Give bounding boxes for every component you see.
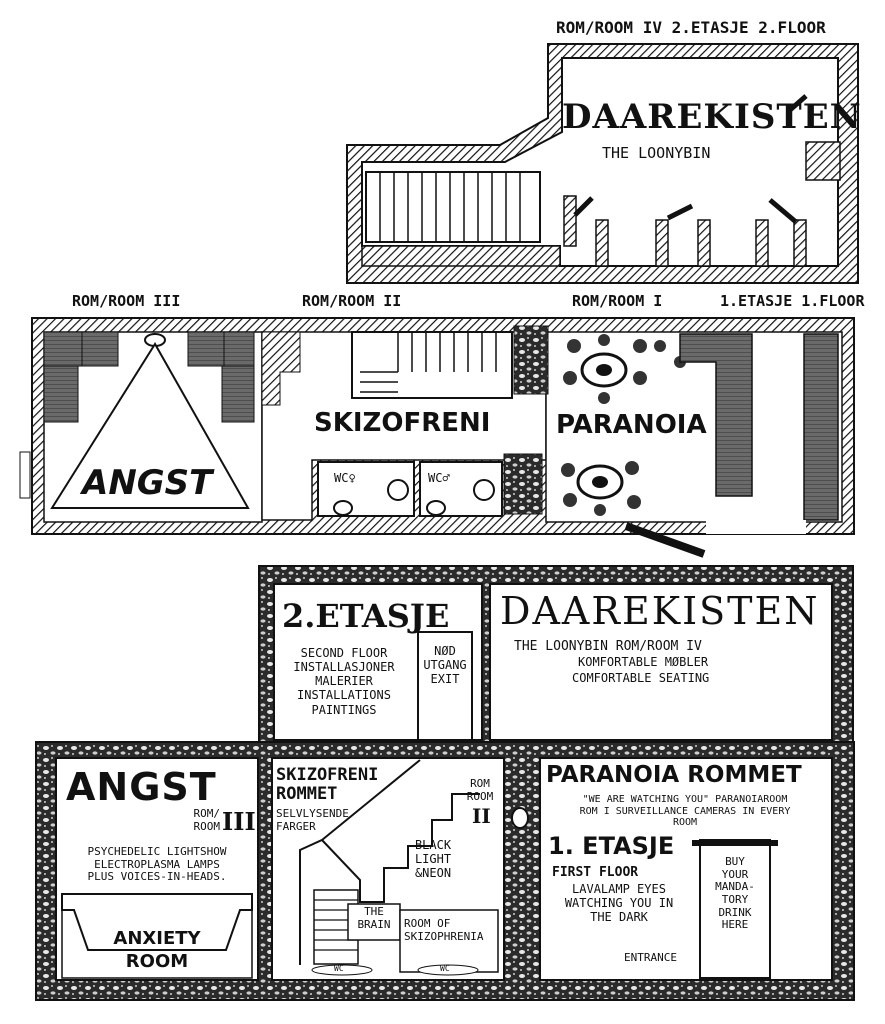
skizofreni-plan-label: SKIZOFRENI xyxy=(314,408,491,438)
daarekisten-legend-title: DAAREKISTEN xyxy=(500,589,820,633)
floor1-label: 1.ETASJE 1.FLOOR xyxy=(720,292,865,310)
bar-counter xyxy=(679,333,753,497)
lavalamp-desc: LAVALAMP EYES WATCHING YOU IN THE DARK xyxy=(564,882,674,925)
drink-bar-label: BUY YOUR MANDA- TORY DRINK HERE xyxy=(715,855,755,932)
skizofreni-legend-sub: SELVLYSENDE FARGER xyxy=(276,807,349,833)
daarekisten-legend-sub3: COMFORTABLE SEATING xyxy=(572,671,710,685)
wc-label-2: WC xyxy=(440,964,450,973)
drink-bar-box xyxy=(699,839,771,979)
first-floor-etasje: 1. ETASJE xyxy=(548,832,675,860)
angst-legend-title: ANGST xyxy=(66,765,217,809)
angst-room-number: III xyxy=(222,807,256,836)
legend-panel xyxy=(35,565,855,1001)
angst-room-label: ROM/ ROOM xyxy=(193,807,221,833)
angst-plan-label: ANGST xyxy=(82,463,213,503)
room1-label: ROM/ROOM I xyxy=(572,292,663,310)
lavalamp-eye-group-top xyxy=(563,334,686,404)
the-brain-label: THE BRAIN xyxy=(357,905,391,931)
daarekisten-legend-sub1: THE LOONYBIN ROM/ROOM IV xyxy=(514,639,702,654)
angst-legend-desc: PSYCHEDELIC LIGHTSHOW ELECTROPLASMA LAMP… xyxy=(87,845,227,884)
wc-label-1: WC xyxy=(334,964,344,973)
daarekisten-plan-title: DAAREKISTEN xyxy=(562,97,862,137)
skizofreni-room-label: ROM ROOM xyxy=(466,777,494,803)
room4-floor-label: ROM/ROOM IV 2.ETASJE 2.FLOOR xyxy=(556,18,826,37)
daarekisten-plan-subtitle: THE LOONYBIN xyxy=(602,144,711,162)
angst-light-cone xyxy=(50,342,250,509)
black-light-label: BLACK LIGHT &NEON xyxy=(414,838,452,881)
paranoia-legend-desc: "WE ARE WATCHING YOU" PARANOIAROOM ROM I… xyxy=(579,794,791,828)
paranoia-legend-title: PARANOIA ROMMET xyxy=(546,762,802,788)
lavalamp-eye-group-bottom xyxy=(561,461,641,516)
paranoia-plan-label: PARANOIA xyxy=(556,410,707,440)
wc-female-label: WC♀ xyxy=(334,471,356,485)
second-floor-title: 2.ETASJE xyxy=(282,597,450,635)
skizofreni-legend-title: SKIZOFRENI ROMMET xyxy=(276,765,379,804)
entrance-label: ENTRANCE xyxy=(624,951,677,964)
second-floor-plan xyxy=(346,43,859,284)
second-floor-desc: SECOND FLOOR INSTALLASJONER MALERIER INS… xyxy=(293,646,395,717)
second-floor-stairs xyxy=(365,171,541,243)
anxiety-room-label: ANXIETY ROOM xyxy=(113,928,201,972)
daarekisten-legend-sub2: KOMFORTABLE MØBLER xyxy=(578,655,709,669)
first-floor-label: FIRST FLOOR xyxy=(552,865,639,880)
wc-male-label: WC♂ xyxy=(428,471,450,485)
emergency-exit-label: NØD UTGANG EXIT xyxy=(423,644,467,687)
room3-label: ROM/ROOM III xyxy=(72,292,181,310)
first-floor-plan xyxy=(19,317,855,558)
room2-label: ROM/ROOM II xyxy=(302,292,402,310)
skizofreni-room-number: II xyxy=(472,804,491,828)
room-of-skizophrenia-label: ROOM OF SKIZOPHRENIA xyxy=(404,917,484,943)
